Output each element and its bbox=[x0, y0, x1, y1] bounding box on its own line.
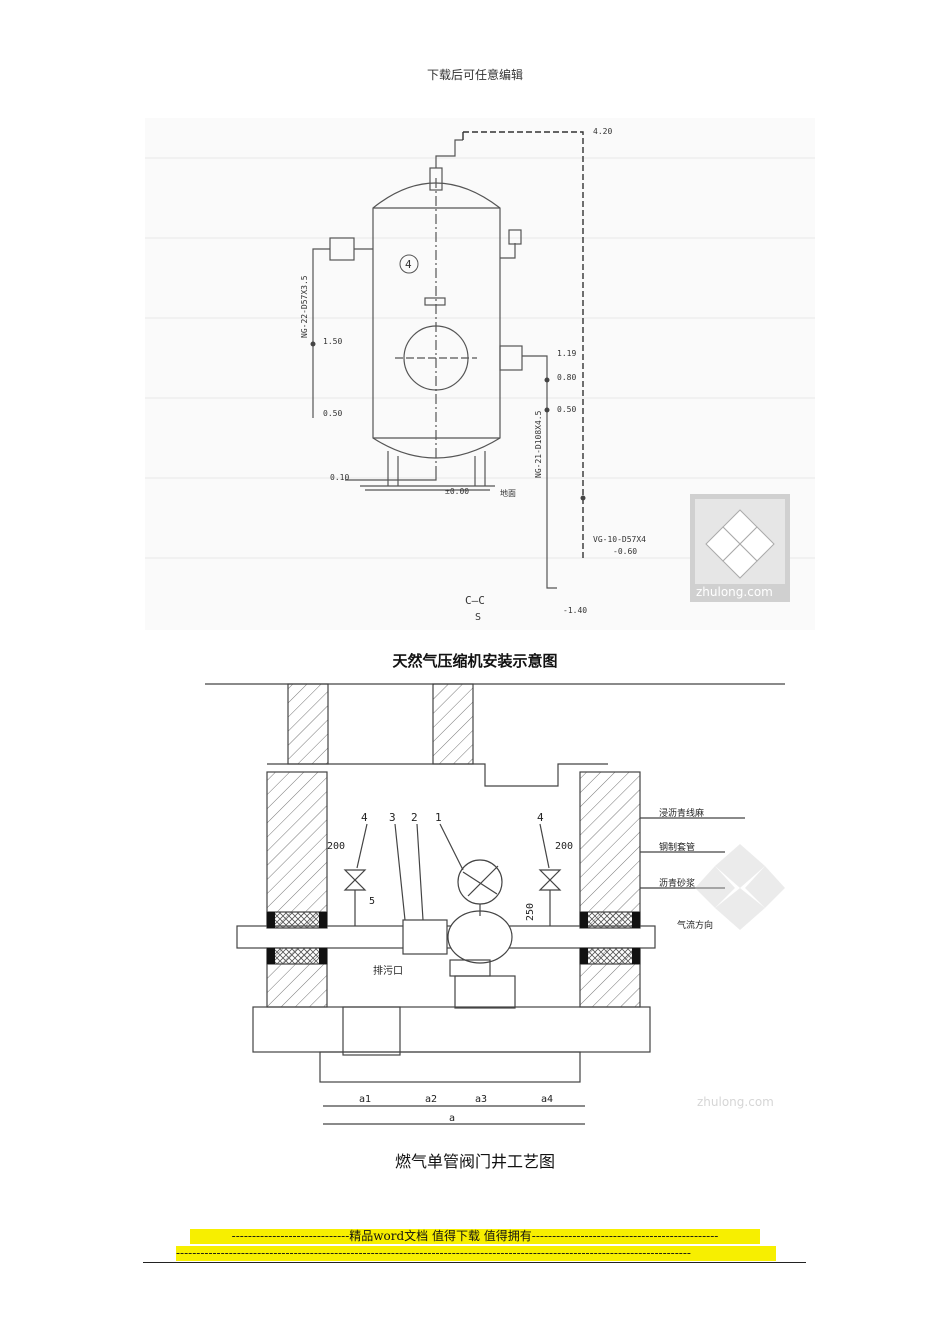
label-flow: 气流方向 bbox=[677, 919, 713, 931]
figure1-caption: 天然气压缩机安装示意图 bbox=[392, 652, 558, 670]
callout-4: 1 bbox=[435, 811, 442, 824]
pipe-label-3: VG-10-D57X4 bbox=[593, 535, 646, 544]
dim-a2: a2 bbox=[425, 1094, 437, 1105]
zhulong-logo: zhulong.com bbox=[690, 494, 790, 602]
section-label: C—C bbox=[465, 594, 485, 607]
dim-a1: a1 bbox=[359, 1094, 371, 1105]
dim-a4: a4 bbox=[541, 1094, 553, 1105]
callout-3: 2 bbox=[411, 811, 418, 824]
valve-well-drawing: 4 3 2 1 4 200 200 250 5 排污口 浸沥青线麻 钢制套管 沥… bbox=[145, 676, 815, 1140]
ground-label: 地面 bbox=[500, 488, 516, 498]
label-mortar: 沥青砂浆 bbox=[659, 877, 695, 889]
promo-banner: -----------------------------精品word文档 值得… bbox=[190, 1229, 760, 1244]
zhulong-watermark: zhulong.com bbox=[696, 585, 773, 599]
zhulong-watermark-2: zhulong.com bbox=[697, 1095, 774, 1109]
elev-5: 0.80 bbox=[557, 373, 576, 382]
elev-9: -0.60 bbox=[613, 547, 637, 556]
dim-a3: a3 bbox=[475, 1094, 487, 1105]
elev-2: 1.50 bbox=[323, 337, 342, 346]
drain-label: 排污口 bbox=[373, 964, 403, 977]
compressor-installation-drawing: 4 NG-22-D57X3.5 NG-21-D108X4.5 VG-10-D57… bbox=[145, 118, 815, 630]
dim-a: a bbox=[449, 1113, 455, 1124]
pipe-label-1: NG-22-D57X3.5 bbox=[300, 275, 309, 338]
elev-3: 0.50 bbox=[323, 409, 342, 418]
callout-5: 4 bbox=[537, 811, 544, 824]
elev-1: 4.20 bbox=[593, 127, 612, 136]
section-scale: S bbox=[475, 612, 481, 623]
label-linen: 浸沥青线麻 bbox=[659, 807, 704, 819]
zhulong-logo-2: zhulong.com bbox=[695, 844, 785, 1109]
elev-4: 1.19 bbox=[557, 349, 576, 358]
header-note: 下载后可任意编辑 bbox=[426, 68, 523, 82]
tag-number: 4 bbox=[405, 258, 412, 271]
callout-1: 4 bbox=[361, 811, 368, 824]
dim-5: 5 bbox=[369, 896, 375, 907]
dim-200-left: 200 bbox=[327, 841, 345, 852]
promo-banner-dashes: ----------------------------------------… bbox=[176, 1246, 776, 1261]
dim-200-right: 200 bbox=[555, 841, 573, 852]
elev-6: 0.50 bbox=[557, 405, 576, 414]
figure2-caption: 燃气单管阀门井工艺图 bbox=[394, 1152, 555, 1171]
label-sleeve: 钢制套管 bbox=[659, 841, 695, 853]
dim-250: 250 bbox=[525, 903, 536, 921]
footer-divider bbox=[143, 1262, 806, 1263]
elev-8: 0.10 bbox=[330, 473, 349, 482]
callout-2: 3 bbox=[389, 811, 396, 824]
elev-10: -1.40 bbox=[563, 606, 587, 615]
elev-7: ±0.00 bbox=[445, 487, 469, 496]
pipe-label-2: NG-21-D108X4.5 bbox=[534, 410, 543, 478]
